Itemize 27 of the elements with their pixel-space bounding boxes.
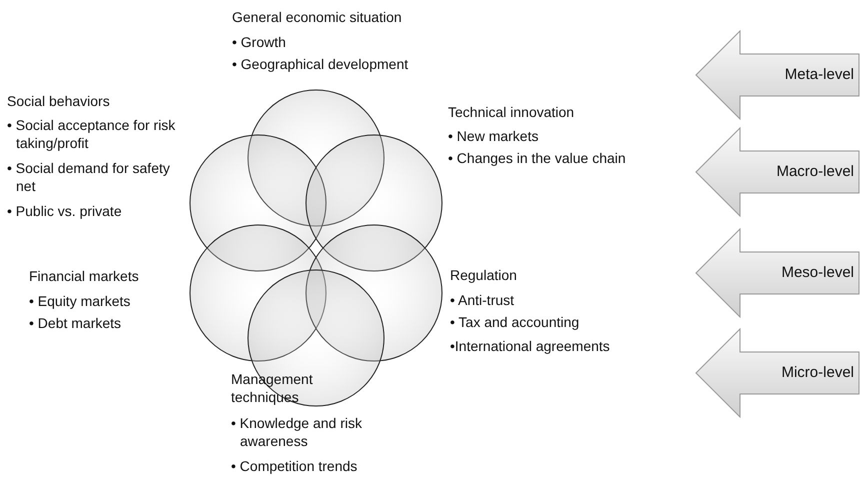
- bullet-item: • Social demand for safety net: [7, 159, 171, 195]
- heading-text: Technical innovation: [448, 103, 576, 121]
- bullet-item: • Competition trends: [231, 457, 358, 475]
- level-banner: [695, 127, 860, 217]
- bullet-item: • Knowledge and risk awareness: [231, 414, 363, 450]
- level-label: Macro-level: [776, 163, 854, 180]
- bullet-item: • Growth: [232, 33, 287, 51]
- level-label: Meso-level: [781, 264, 854, 281]
- bullet-item: • Tax and accounting: [450, 313, 580, 331]
- level-label: Meta-level: [784, 66, 854, 83]
- bullet-item: •International agreements: [450, 337, 611, 355]
- level-label: Micro-level: [781, 364, 854, 381]
- level-banner: [695, 30, 860, 120]
- heading-text: Regulation: [450, 266, 518, 284]
- heading-text: Financial markets: [29, 267, 140, 285]
- heading-text: Social behaviors: [7, 92, 111, 110]
- bullet-item: • Anti-trust: [450, 291, 516, 309]
- level-banner: [695, 328, 860, 418]
- bullet-item: • Equity markets: [29, 292, 132, 310]
- heading-text: General economic situation: [232, 8, 403, 26]
- bullet-item: • Changes in the value chain: [448, 149, 627, 167]
- bullet-item: • Debt markets: [29, 314, 122, 332]
- level-banner: [695, 228, 860, 318]
- bullet-item: • Social acceptance for risk taking/profit: [7, 116, 176, 152]
- bullet-item: • Public vs. private: [7, 202, 123, 220]
- bullet-item: • New markets: [448, 127, 540, 145]
- bullet-item: • Geographical development: [232, 55, 410, 73]
